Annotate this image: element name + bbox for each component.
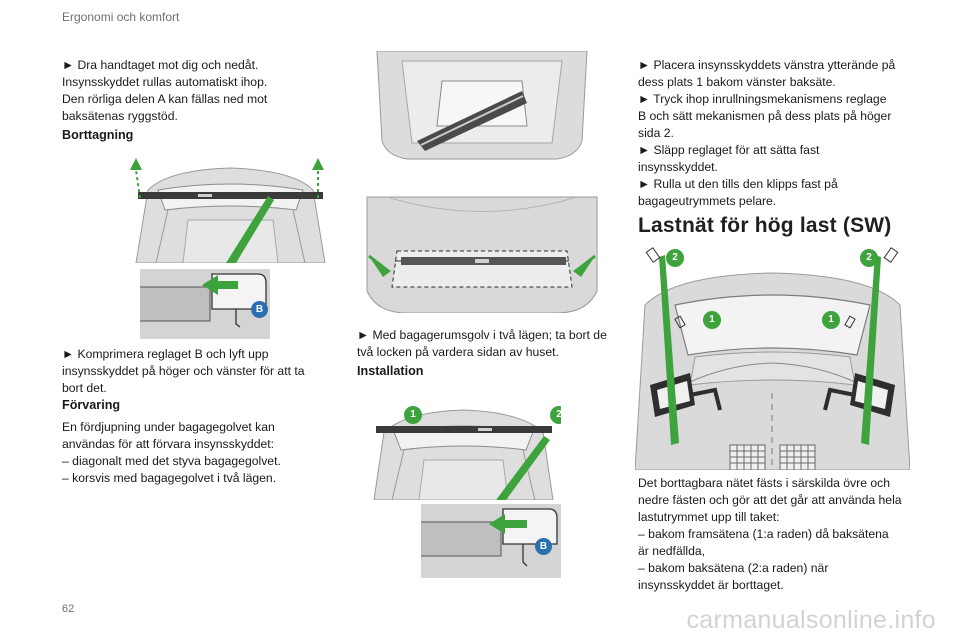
step-line: bagageutrymmets pelare. [638, 194, 777, 208]
installation-trunk-illustration: 1 2 [366, 392, 561, 500]
section-title: Ergonomi och komfort [62, 10, 180, 24]
step-line: sida 2. [638, 126, 674, 140]
removal-line: ► Komprimera reglaget B och lyft upp [62, 347, 269, 361]
floor-paragraph: ► Med bagagerumsgolv i två lägen; ta bor… [357, 327, 612, 361]
step-line: insynsskyddet. [638, 160, 718, 174]
floor-line: två locken på vardera sidan av huset. [357, 345, 559, 359]
cargo-net-illustration: 2 2 1 1 [635, 245, 910, 470]
step-line: ► Släpp reglaget för att sätta fast [638, 143, 820, 157]
storage-line: – korsvis med bagagegolvet i två lägen. [62, 471, 277, 485]
net-line: Det borttagbara nätet fästs i särskilda … [638, 476, 891, 490]
intro-line: Insynsskyddet rullas automatiskt ihop. [62, 75, 268, 89]
callout-2-badge: 2 [666, 249, 684, 267]
removal-line: insynsskyddet på höger och vänster för a… [62, 364, 305, 378]
callout-1-badge: 1 [404, 406, 422, 424]
storage-line: användas för att förvara insynsskyddet: [62, 437, 275, 451]
step-line: ► Rulla ut den tills den klipps fast på [638, 177, 838, 191]
callout-1-badge: 1 [822, 311, 840, 329]
storage-floor-illustration [357, 51, 607, 313]
net-line: insynsskyddet är borttaget. [638, 578, 784, 592]
installation-detail-illustration: B [421, 504, 561, 578]
removal-paragraph: ► Komprimera reglaget B och lyft upp ins… [62, 346, 332, 397]
net-line: nedre fästen och gör att det går att anv… [638, 493, 902, 507]
page-number: 62 [62, 603, 75, 615]
callout-b-badge: B [535, 538, 552, 555]
callout-1-badge: 1 [703, 311, 721, 329]
net-line: är nedfällda, [638, 544, 706, 558]
net-paragraph: Det borttagbara nätet fästs i särskilda … [638, 475, 913, 594]
net-line: – bakom baksätena (2:a raden) när [638, 561, 829, 575]
storage-line: En fördjupning under bagagegolvet kan [62, 420, 275, 434]
callout-b-badge: B [251, 301, 268, 318]
callout-2-badge: 2 [550, 406, 561, 424]
net-line: – bakom framsätena (1:a raden) då baksät… [638, 527, 889, 541]
intro-line: baksätenas ryggstöd. [62, 109, 178, 123]
removal-trunk-illustration [128, 150, 333, 263]
installation-heading: Installation [357, 364, 424, 378]
watermark: carmanualsonline.info [686, 606, 936, 634]
removal-detail-illustration: B [140, 269, 270, 339]
intro-paragraph: ► Dra handtaget mot dig och nedåt. Insyn… [62, 57, 332, 125]
step-line: dess plats 1 bakom vänster baksäte. [638, 75, 836, 89]
net-section-heading: Lastnät för hög last (SW) [638, 214, 892, 237]
intro-line: ► Dra handtaget mot dig och nedåt. [62, 58, 259, 72]
storage-heading: Förvaring [62, 398, 121, 412]
step-line: ► Placera insynsskyddets vänstra ytterän… [638, 58, 896, 72]
net-line: lastutrymmet upp till taket: [638, 510, 780, 524]
floor-line: ► Med bagagerumsgolv i två lägen; ta bor… [357, 328, 607, 342]
intro-line: Den rörliga delen A kan fällas ned mot [62, 92, 268, 106]
step-line: B och sätt mekanismen på dess plats på h… [638, 109, 892, 123]
installation-steps: ► Placera insynsskyddets vänstra ytterän… [638, 57, 908, 210]
step-line: ► Tryck ihop inrullningsmekanismens regl… [638, 92, 887, 106]
storage-line: – diagonalt med det styva bagagegolvet. [62, 454, 281, 468]
callout-2-badge: 2 [860, 249, 878, 267]
storage-paragraph: En fördjupning under bagagegolvet kan an… [62, 419, 332, 487]
removal-heading: Borttagning [62, 128, 134, 142]
removal-line: bort det. [62, 381, 107, 395]
